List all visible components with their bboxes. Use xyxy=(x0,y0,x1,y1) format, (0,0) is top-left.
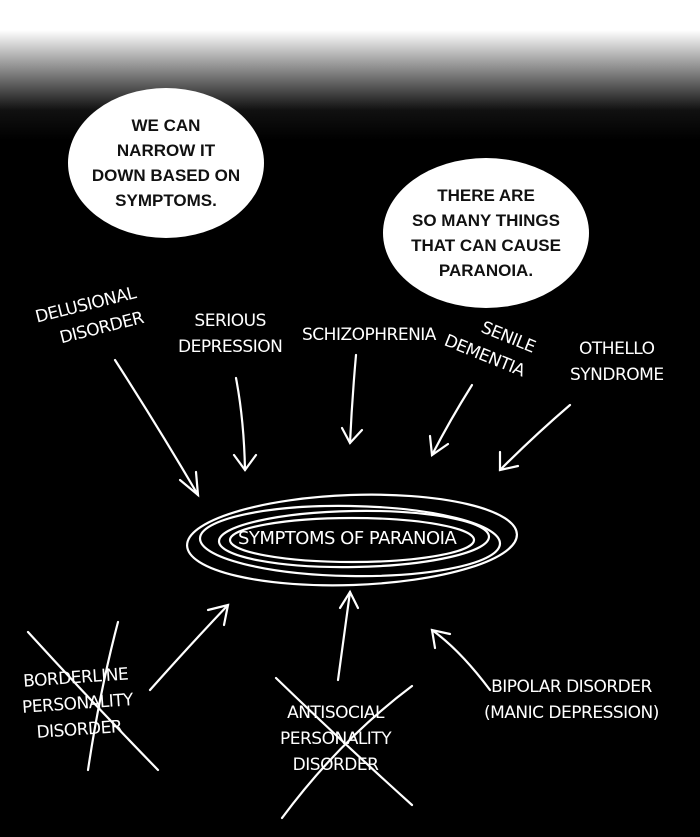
label-line: DISORDER xyxy=(292,755,379,775)
label-line: SERIOUS xyxy=(194,311,266,331)
arrow-icon xyxy=(498,403,572,472)
center-label: SYMPTOMS OF PARANOIA xyxy=(238,528,457,549)
arrow-icon xyxy=(340,353,364,445)
arrow-icon xyxy=(336,589,360,682)
arrow-icon xyxy=(430,628,492,692)
cause-serious-depression: SERIOUS DEPRESSION xyxy=(178,308,283,360)
bubble-line: PARANOIA. xyxy=(438,261,534,280)
label-line: (MANIC DEPRESSION) xyxy=(484,703,659,723)
bubble-line: SO MANY THINGS xyxy=(412,211,560,230)
arrow-icon xyxy=(148,603,230,692)
arrow-icon xyxy=(428,383,474,457)
cross-out-antisocial xyxy=(274,676,414,820)
label-line: SCHIZOPHRENIA xyxy=(302,325,436,345)
label-line: OTHELLO xyxy=(579,339,655,359)
label-line: PERSONALITY xyxy=(280,729,392,749)
cause-othello-syndrome: OTHELLO SYNDROME xyxy=(570,336,664,388)
label-line: BIPOLAR DISORDER xyxy=(491,677,652,697)
bubble-line: SYMPTOMS. xyxy=(115,191,217,210)
center-ellipse xyxy=(185,493,519,587)
lower-antisocial: ANTISOCIAL PERSONALITY DISORDER xyxy=(280,700,392,778)
cause-schizophrenia: SCHIZOPHRENIA xyxy=(302,322,436,348)
label-line: DEPRESSION xyxy=(178,337,283,357)
label-line: ANTISOCIAL xyxy=(287,703,384,723)
arrow-icon xyxy=(113,358,200,498)
cross-out-borderline xyxy=(26,620,160,772)
bubble-line: THAT CAN CAUSE xyxy=(411,236,561,255)
arrow-icon xyxy=(232,376,258,472)
speech-bubble-right: THERE ARE SO MANY THINGS THAT CAN CAUSE PAR… xyxy=(383,158,589,308)
bubble-line: WE CAN xyxy=(131,116,201,135)
bubble-line: NARROW IT xyxy=(116,141,216,160)
lower-bipolar: BIPOLAR DISORDER (MANIC DEPRESSION) xyxy=(484,674,659,726)
bubble-line: DOWN BASED ON xyxy=(91,166,241,185)
speech-bubble-left: WE CAN NARROW IT DOWN BASED ON SYMPTOMS. xyxy=(68,88,264,238)
label-line: SYNDROME xyxy=(570,365,664,385)
bubble-line: THERE ARE xyxy=(437,186,535,205)
